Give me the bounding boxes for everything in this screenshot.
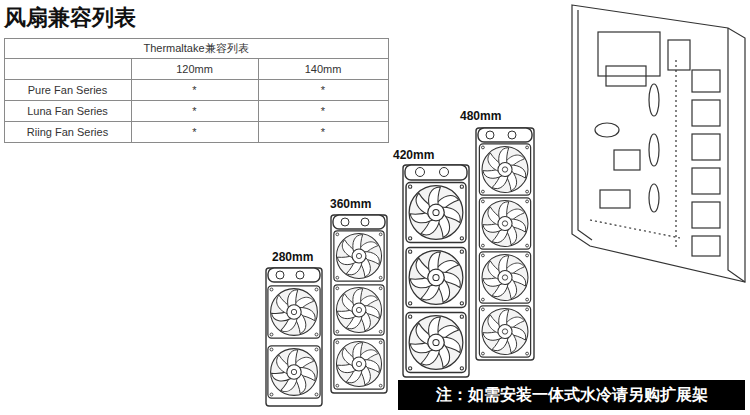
dimension-label: 420mm xyxy=(393,148,434,162)
dimension-label: 480mm xyxy=(460,109,501,123)
table-cell: * xyxy=(259,101,387,120)
radiator-420 xyxy=(403,165,469,377)
table-cell: Thermaltake兼容列表 xyxy=(5,39,387,57)
note-text: 注：如需安装一体式水冷请另购扩展架 xyxy=(436,385,708,406)
table-cell: Riing Fan Series xyxy=(5,122,130,141)
table-cell: * xyxy=(132,122,257,141)
table-cell: Pure Fan Series xyxy=(5,80,130,99)
radiator-280 xyxy=(266,268,322,406)
radiator-480 xyxy=(476,128,534,360)
table-cell: 120mm xyxy=(132,59,257,78)
dimension-label: 280mm xyxy=(272,250,313,264)
case-panel xyxy=(572,5,745,282)
table-grid xyxy=(4,39,389,143)
table-cell: * xyxy=(132,80,257,99)
table-cell: * xyxy=(259,122,387,141)
table-cell: * xyxy=(259,80,387,99)
table-cell: 140mm xyxy=(259,59,387,78)
table-cell: Luna Fan Series xyxy=(5,101,130,120)
radiator-360 xyxy=(331,215,387,393)
note-banner: 注：如需安装一体式水冷请另购扩展架 xyxy=(398,380,745,410)
dimension-label: 360mm xyxy=(330,197,371,211)
page-title: 风扇兼容列表 xyxy=(4,3,136,33)
table-cell: * xyxy=(132,101,257,120)
